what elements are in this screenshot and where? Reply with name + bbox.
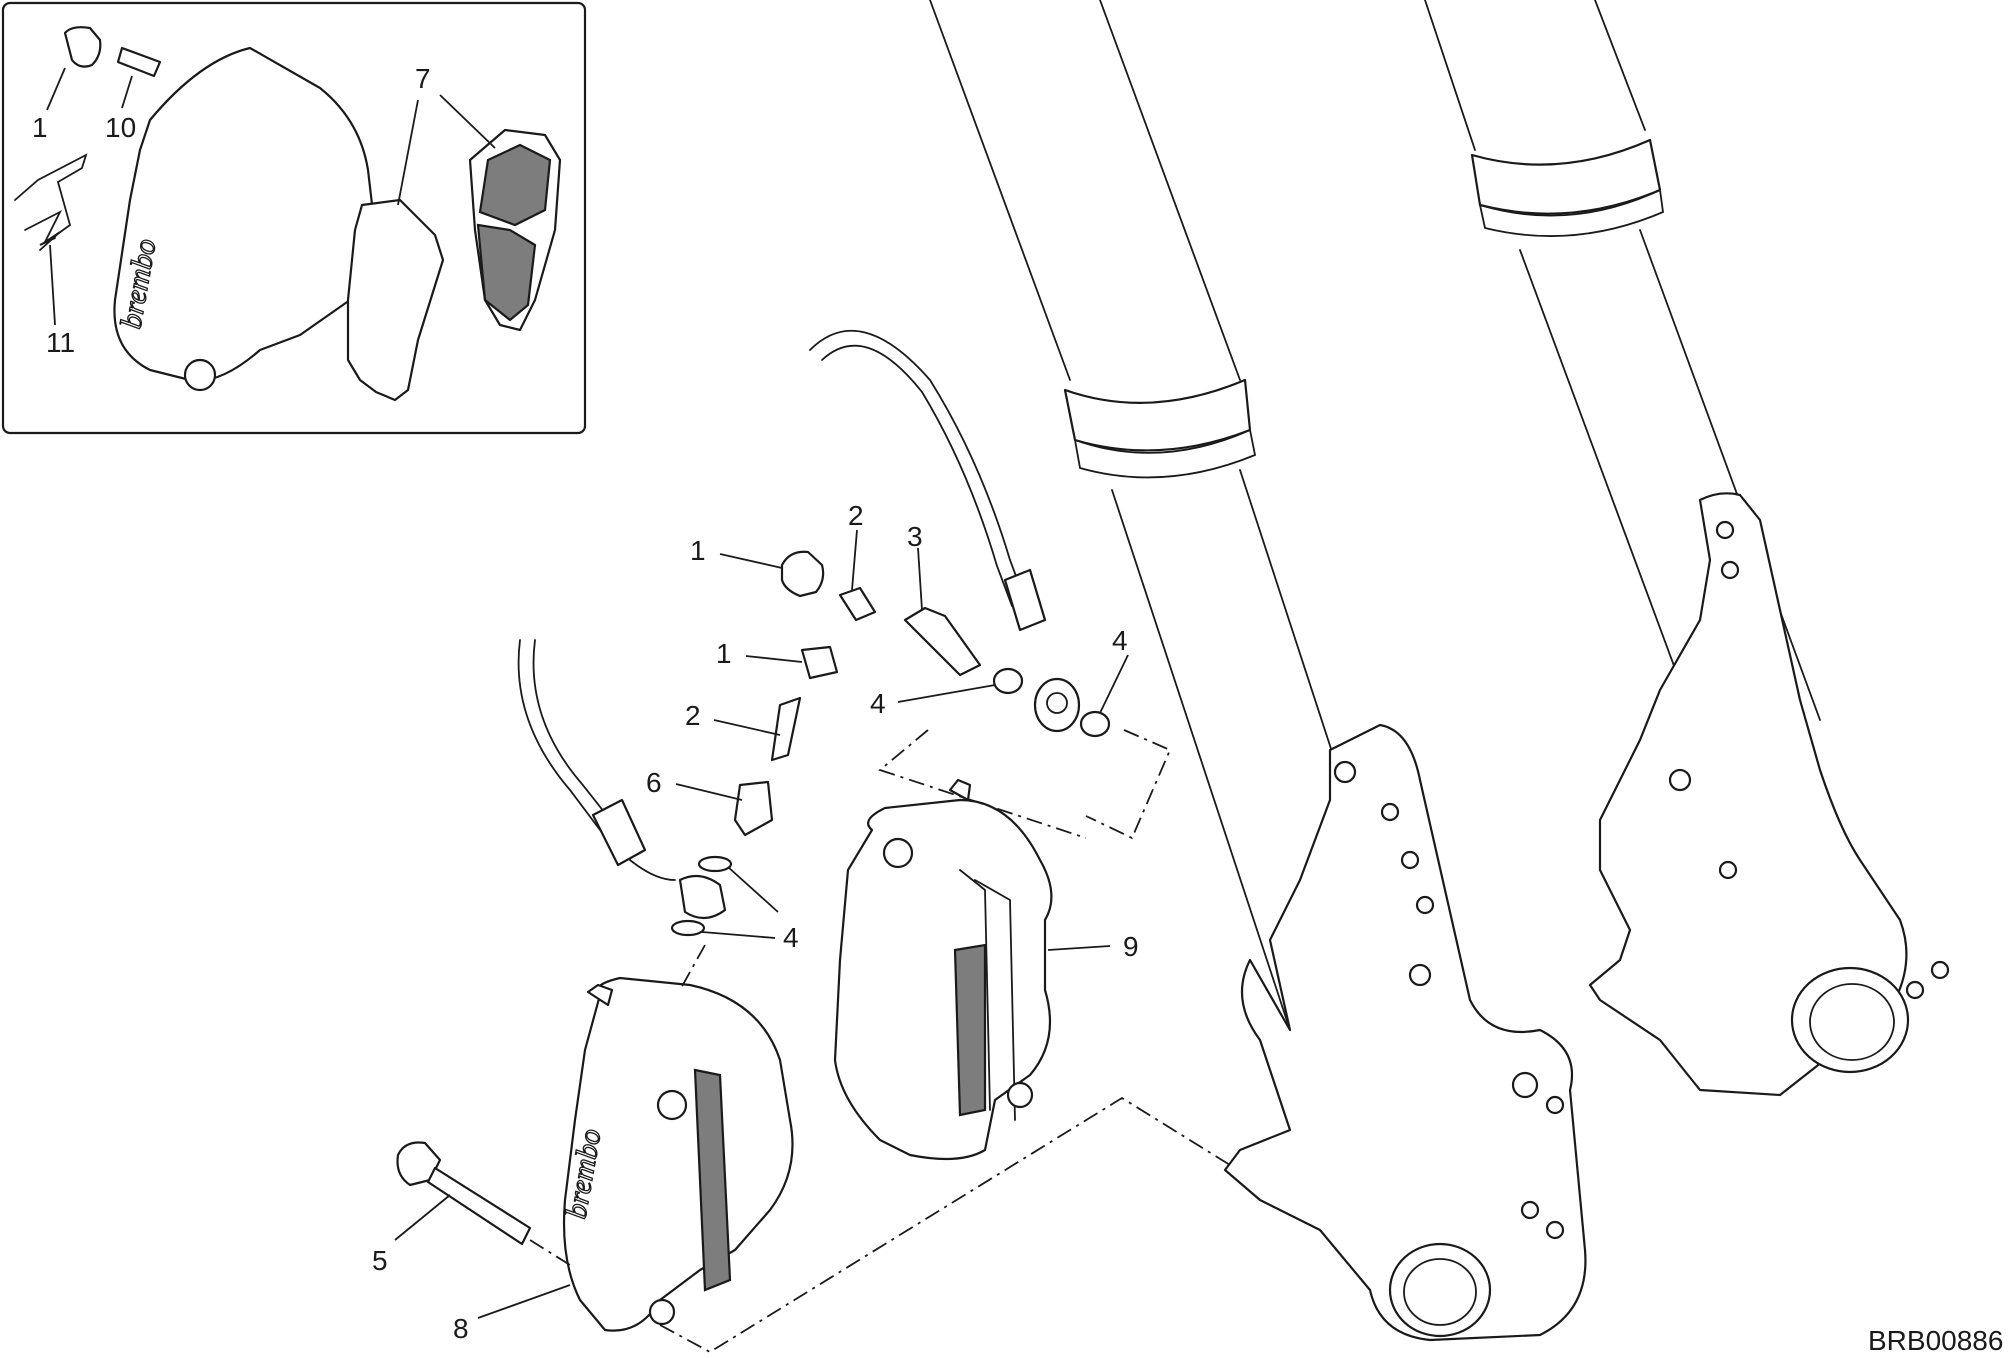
- callout-4-right: 4: [1112, 625, 1128, 656]
- inset-callout-10: 10: [105, 112, 136, 143]
- left-fork-foot: [1223, 723, 1587, 1342]
- inset-callout-1: 1: [32, 112, 48, 143]
- brake-calliper-right: [833, 778, 1053, 1161]
- callout-9: 9: [1123, 931, 1139, 962]
- reference-code: BRB00886: [1868, 1325, 2003, 1356]
- left-fork-leg: [929, 0, 1401, 1031]
- callout-2-upper: 2: [848, 500, 864, 531]
- callout-4-lower: 4: [783, 922, 799, 953]
- upper-brake-hose: [809, 329, 1081, 733]
- lower-fitting-stack: [670, 645, 839, 937]
- callout-4-middle: 4: [870, 688, 886, 719]
- calliper-bolt: [396, 1141, 532, 1246]
- upper-fitting-stack: [780, 550, 1111, 738]
- callout-3: 3: [907, 521, 923, 552]
- callout-1-lower: 1: [716, 638, 732, 669]
- callout-8: 8: [453, 1313, 469, 1344]
- callout-2-lower: 2: [685, 700, 701, 731]
- main-callouts: 1 2 3 4 4 1 2 6 4 9 5 8: [372, 500, 1139, 1344]
- inset-panel: brembo: [1, 1, 587, 435]
- inset-callout-7: 7: [415, 63, 431, 94]
- assembly-guide-lines: [529, 729, 1231, 1354]
- right-fork-foot: [1588, 492, 1950, 1097]
- inset-callouts: 1 10 11 7: [32, 63, 431, 358]
- leader-lines: [46, 67, 1129, 1319]
- callout-6: 6: [646, 767, 662, 798]
- callout-5: 5: [372, 1245, 388, 1276]
- inset-callout-11: 11: [46, 327, 75, 358]
- lower-brake-hose: [517, 639, 727, 920]
- callout-1-upper: 1: [690, 535, 706, 566]
- brake-calliper-left: brembo: [559, 976, 794, 1332]
